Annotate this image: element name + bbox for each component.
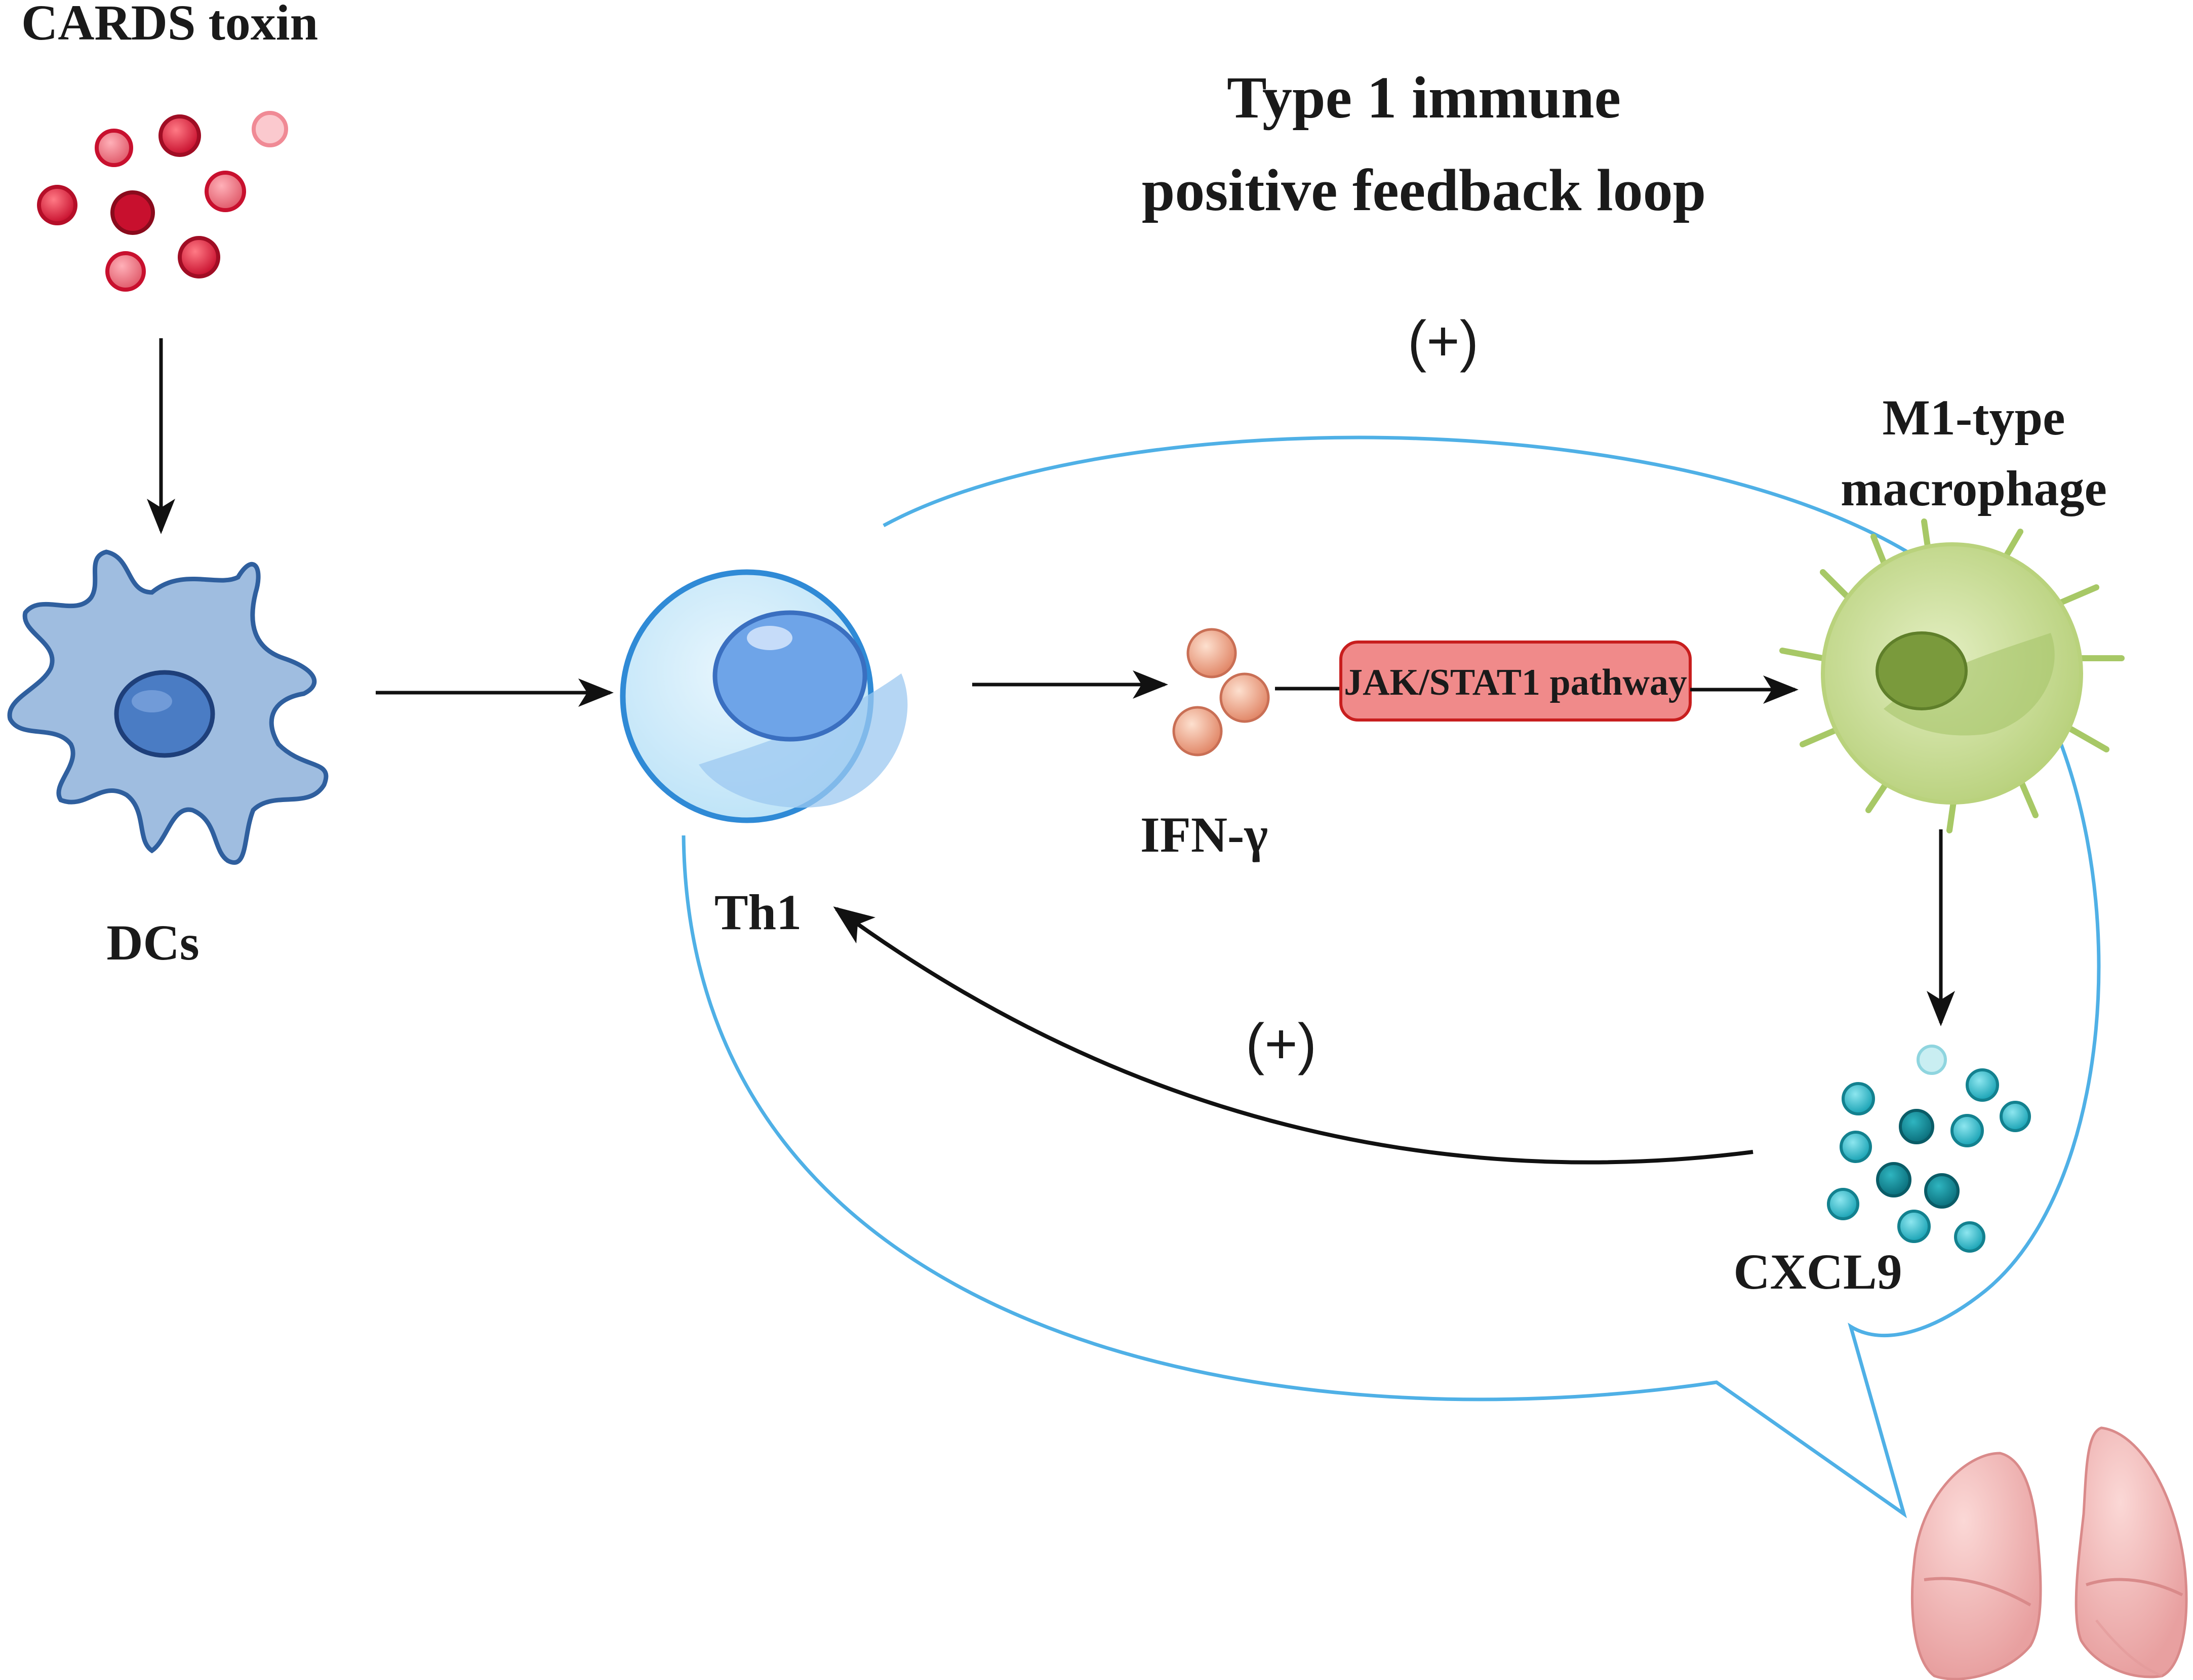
plus-sign-bottom: (+)	[1246, 1012, 1317, 1075]
dendritic-cell-icon	[7, 549, 329, 865]
cxcl9-label: CXCL9	[1733, 1244, 1902, 1300]
plus-sign-top: (+)	[1408, 309, 1479, 373]
dcs-label: DCs	[106, 914, 199, 971]
pathway-box: JAK/STAT1 pathway	[1339, 641, 1692, 722]
cards-toxin-label: CARDS toxin	[21, 0, 318, 51]
feedback-loop-outline	[682, 435, 2101, 1518]
pathway-label: JAK/STAT1 pathway	[1344, 662, 1687, 703]
ifn-gamma-icon	[1172, 628, 1270, 756]
macrophage-label-line-1: M1-type	[1883, 389, 2065, 446]
macrophage-label-line-2: macrophage	[1841, 460, 2107, 516]
th1-cell-icon	[620, 569, 908, 823]
ifn-gamma-label: IFN-γ	[1140, 807, 1268, 863]
title-line-2: positive feedback loop	[1142, 157, 1706, 223]
th1-label: Th1	[714, 884, 802, 940]
toxin-particles-icon	[37, 111, 288, 292]
lungs-icon	[1910, 1426, 2188, 1680]
m1-macrophage-icon	[1779, 518, 2125, 833]
cxcl9-particles-icon	[1827, 1045, 2031, 1253]
title-line-1: Type 1 immune	[1227, 64, 1621, 131]
arrow-cxcl9-to-th1	[833, 906, 1753, 1165]
